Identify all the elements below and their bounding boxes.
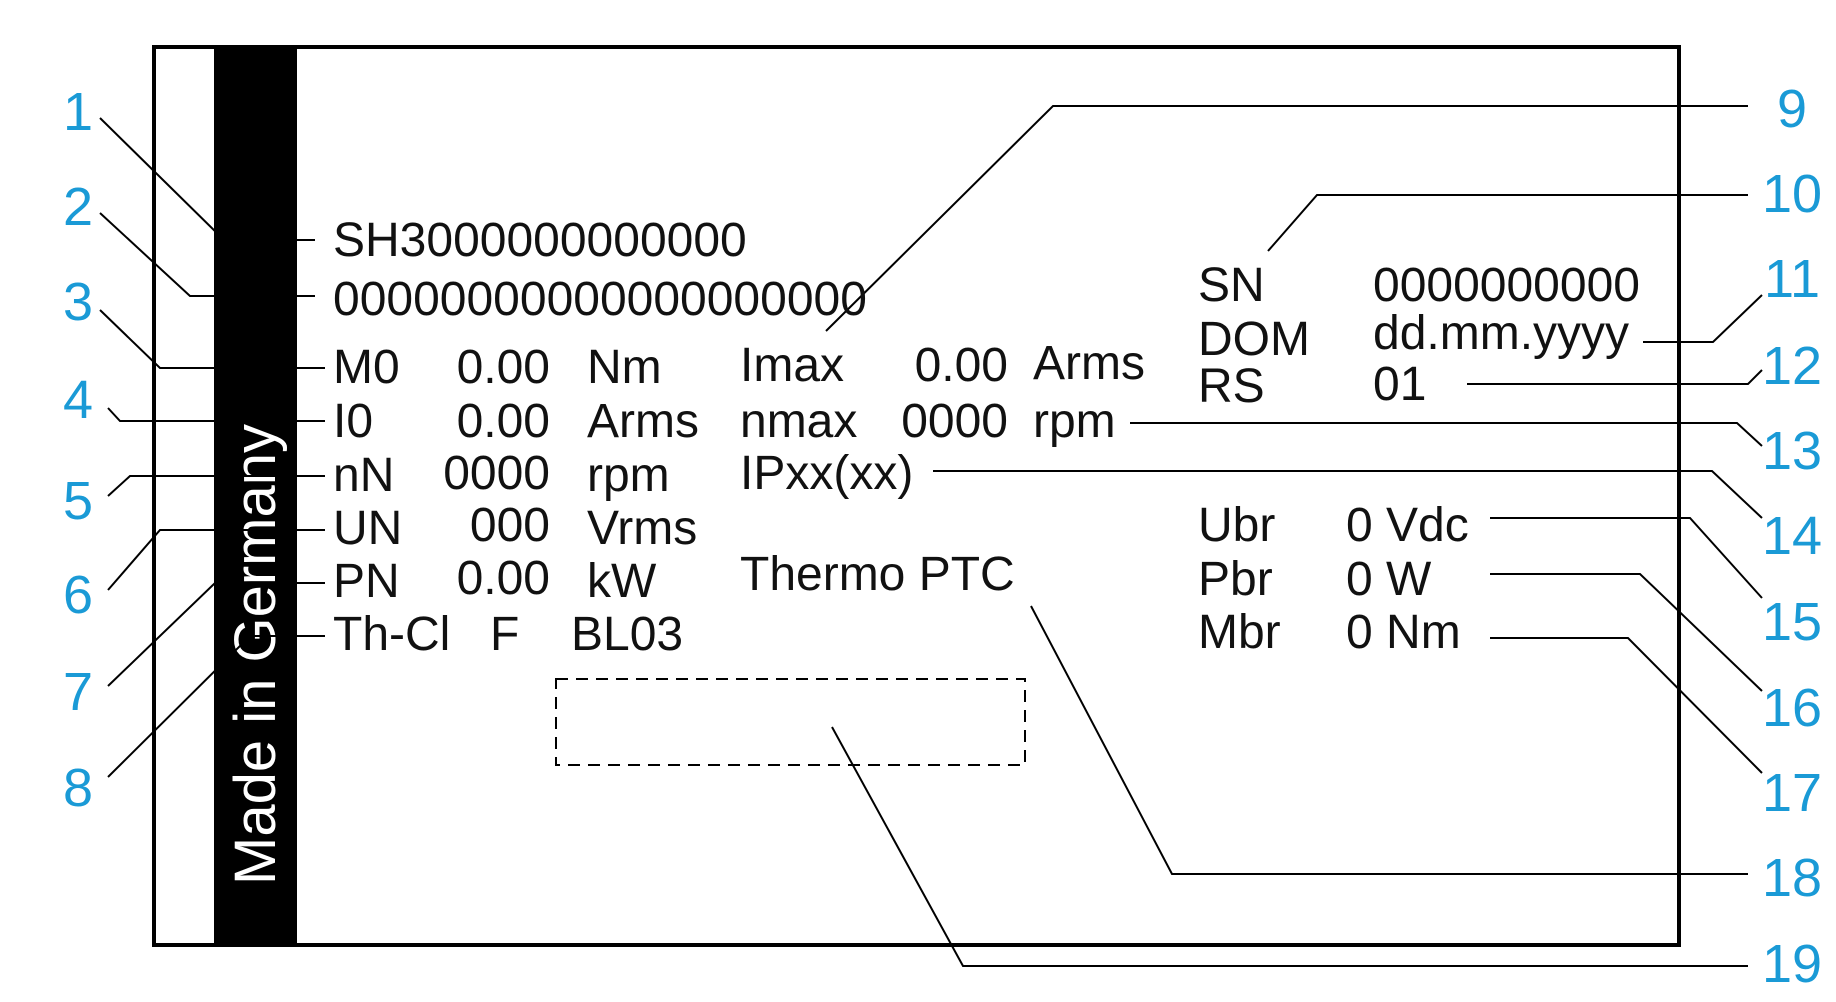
callout-15: 15 xyxy=(1762,592,1822,652)
leader-line-13 xyxy=(1130,422,1763,447)
serial-and-brake-block: SN 0000000000 DOM dd.mm.yyyy RS 01 Ubr 0… xyxy=(1198,259,1640,659)
leader-line-19 xyxy=(831,726,1748,967)
callout-11: 11 xyxy=(1764,249,1820,309)
pbr-value: 0 W xyxy=(1346,553,1432,606)
nmax-name: nmax xyxy=(740,395,857,448)
row-value-nn: 0000 xyxy=(443,447,550,500)
dom-name: DOM xyxy=(1198,313,1310,366)
pbr-name: Pbr xyxy=(1198,553,1273,606)
label-placeholder-box xyxy=(555,678,1026,766)
type-code: SH3000000000000 xyxy=(333,214,747,267)
origin-strip xyxy=(214,49,297,943)
callout-numbers: 1 2 3 4 5 6 7 8 9 10 11 12 13 14 15 16 1… xyxy=(63,79,1822,994)
callout-12: 12 xyxy=(1762,336,1822,396)
imax-name: Imax xyxy=(740,339,844,392)
row-unit-pn: kW xyxy=(587,555,657,608)
imax-unit: Arms xyxy=(1033,337,1145,390)
row-name-pn: PN xyxy=(333,555,400,608)
dom-value: dd.mm.yyyy xyxy=(1373,307,1629,360)
row-name-nn: nN xyxy=(333,449,394,502)
leader-line-2 xyxy=(99,212,315,297)
imax-value: 0.00 xyxy=(915,339,1008,392)
leader-line-5 xyxy=(107,475,325,497)
row-value-m0: 0.00 xyxy=(457,341,550,394)
nameplate-frame xyxy=(152,45,1681,947)
callout-6: 6 xyxy=(63,565,93,625)
ubr-value: 0 Vdc xyxy=(1346,499,1469,552)
row-unit-un: Vrms xyxy=(587,502,697,555)
callout-4: 4 xyxy=(63,370,93,430)
callout-17: 17 xyxy=(1762,763,1822,823)
ip-rating: IPxx(xx) xyxy=(740,447,913,500)
callout-13: 13 xyxy=(1762,421,1822,481)
sn-name: SN xyxy=(1198,259,1265,312)
callout-10: 10 xyxy=(1762,164,1822,224)
leader-line-11 xyxy=(1643,294,1763,343)
row-name-m0: M0 xyxy=(333,341,400,394)
row-value-pn: 0.00 xyxy=(457,552,550,605)
leader-line-18 xyxy=(1030,605,1748,875)
leader-line-8 xyxy=(107,635,325,778)
callout-16: 16 xyxy=(1762,678,1822,738)
callout-5: 5 xyxy=(63,471,93,531)
leader-line-16 xyxy=(1490,573,1763,692)
leader-line-17 xyxy=(1490,637,1763,774)
row-value-i0: 0.00 xyxy=(457,395,550,448)
leader-line-10 xyxy=(1267,194,1748,252)
id-number: 00000000000000000000 xyxy=(333,273,867,326)
thermo-sensor: Thermo PTC xyxy=(740,548,1015,601)
row-unit-i0: Arms xyxy=(587,395,699,448)
callout-3: 3 xyxy=(63,272,93,332)
callout-1: 1 xyxy=(63,82,93,142)
row-name-un: UN xyxy=(333,502,402,555)
callout-9: 9 xyxy=(1777,79,1807,139)
callout-14: 14 xyxy=(1762,506,1822,566)
callout-8: 8 xyxy=(63,758,93,818)
callout-18: 18 xyxy=(1762,848,1822,908)
max-values-block: Imax 0.00 Arms nmax 0000 rpm IPxx(xx) Th… xyxy=(740,337,1145,601)
leader-line-4 xyxy=(107,407,325,422)
row-unit-nn: rpm xyxy=(587,449,670,502)
mbr-value: 0 Nm xyxy=(1346,606,1461,659)
leader-line-14 xyxy=(933,470,1763,519)
row-value-un: 000 xyxy=(470,499,550,552)
leader-line-12 xyxy=(1467,369,1763,385)
callout-7: 7 xyxy=(63,662,93,722)
nmax-unit: rpm xyxy=(1033,395,1116,448)
ubr-name: Ubr xyxy=(1198,499,1275,552)
callout-19: 19 xyxy=(1762,934,1822,994)
rs-name: RS xyxy=(1198,360,1265,413)
rs-value: 01 xyxy=(1373,358,1426,411)
leader-line-9 xyxy=(825,105,1748,332)
leader-line-1 xyxy=(99,117,315,241)
leader-line-15 xyxy=(1490,517,1763,599)
row-unit-m0: Nm xyxy=(587,341,662,394)
thermal-class-name: Th-Cl xyxy=(333,608,450,661)
leader-line-3 xyxy=(99,309,325,369)
row-name-i0: I0 xyxy=(333,395,373,448)
origin-strip-text: Made in Germany xyxy=(223,424,288,885)
thermal-class-value: F xyxy=(490,608,519,661)
sn-value: 0000000000 xyxy=(1373,259,1640,312)
mbr-name: Mbr xyxy=(1198,606,1281,659)
nmax-value: 0000 xyxy=(901,395,1008,448)
rated-values-table: M0 0.00 Nm I0 0.00 Arms nN 0000 rpm UN 0… xyxy=(333,341,699,661)
thermal-class-code: BL03 xyxy=(571,608,683,661)
leader-line-6 xyxy=(107,529,325,591)
leader-lines xyxy=(99,105,1763,967)
leader-line-7 xyxy=(107,582,325,687)
callout-2: 2 xyxy=(63,177,93,237)
